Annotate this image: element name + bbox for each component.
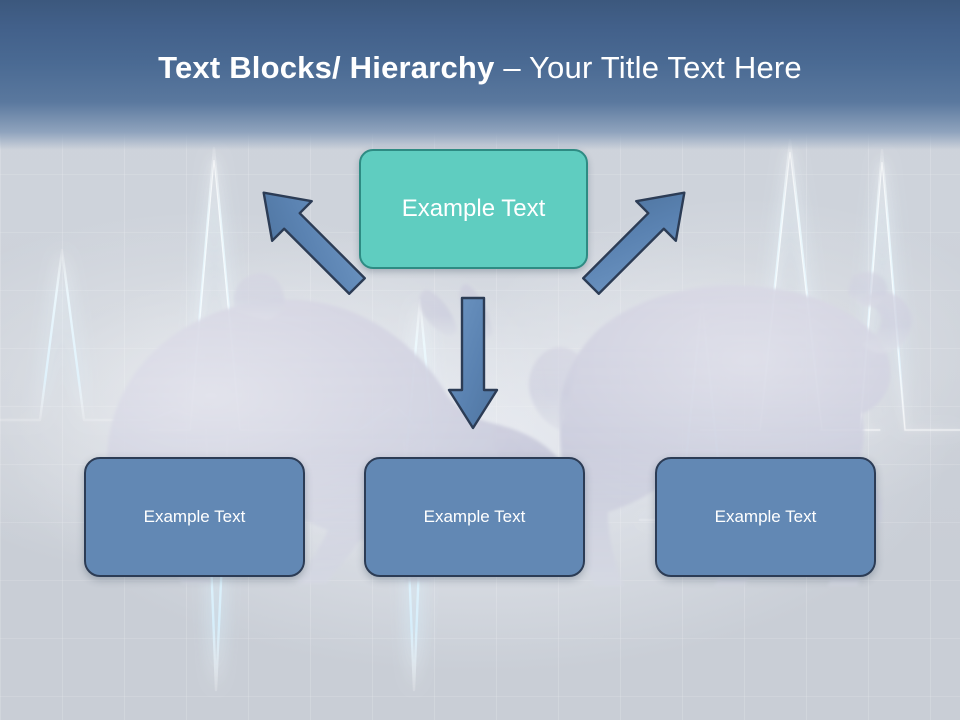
arrow-down-right-icon [582, 191, 686, 295]
hierarchy-child-node-3[interactable]: Example Text [655, 457, 876, 577]
hierarchy-child-label-1: Example Text [143, 507, 246, 526]
hierarchy-child-label-3: Example Text [714, 507, 817, 526]
arrow-down-left-icon [262, 191, 366, 295]
hierarchy-child-node-1[interactable]: Example Text [84, 457, 305, 577]
page-title-separator: – [503, 50, 530, 85]
hierarchy-root-label: Example Text [401, 195, 546, 222]
arrow-down-icon [447, 296, 499, 430]
hierarchy-child-label-2: Example Text [423, 507, 526, 526]
page-title: Text Blocks/ Hierarchy – Your Title Text… [0, 50, 960, 86]
page-title-bold: Text Blocks/ Hierarchy [158, 50, 504, 85]
hierarchy-root-node[interactable]: Example Text [359, 149, 588, 269]
header-band [0, 0, 960, 150]
page-title-light: Your Title Text Here [529, 50, 802, 85]
hierarchy-child-node-2[interactable]: Example Text [364, 457, 585, 577]
